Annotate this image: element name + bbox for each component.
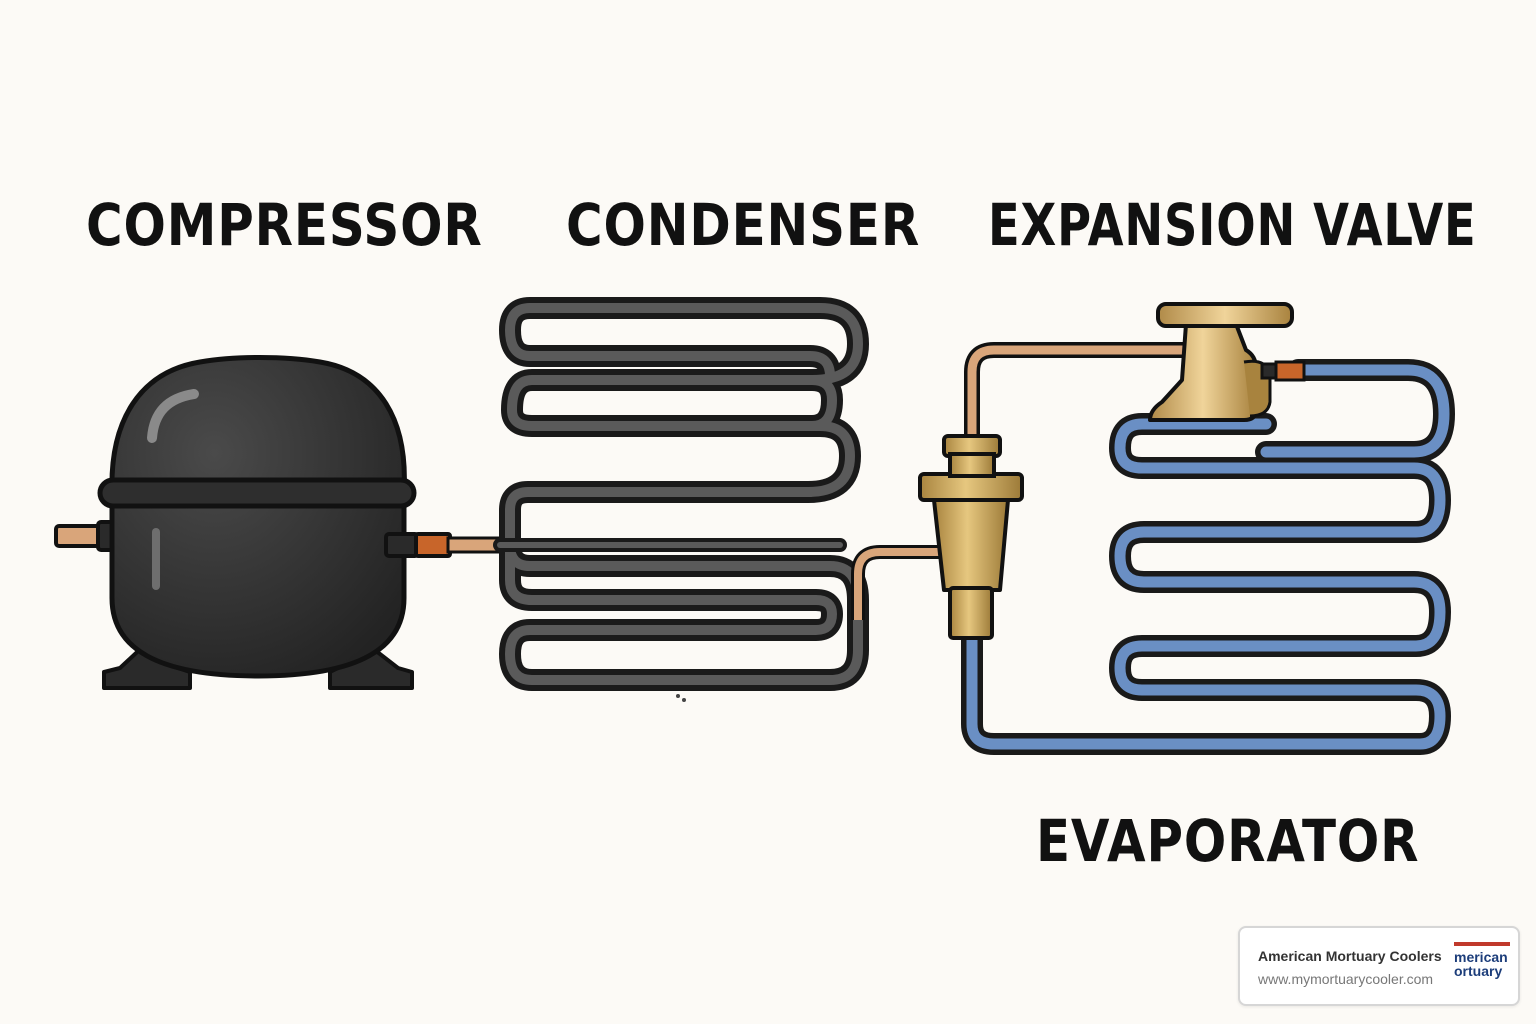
compressor-body bbox=[109, 355, 407, 679]
label-evaporator: EVAPORATOR bbox=[1036, 807, 1420, 875]
watermark-url: www.mymortuarycooler.com bbox=[1258, 971, 1434, 987]
label-compressor: COMPRESSOR bbox=[86, 191, 483, 259]
label-expansion-valve: EXPANSION VALVE bbox=[988, 191, 1477, 259]
logo-text-line2: ortuary bbox=[1454, 963, 1503, 979]
compressor-outlet-fitting bbox=[384, 532, 420, 558]
watermark-company: American Mortuary Coolers bbox=[1258, 948, 1442, 964]
suction-line bbox=[967, 345, 1190, 470]
liquid-line-outline bbox=[851, 545, 940, 620]
stray-mark bbox=[676, 694, 680, 698]
logo-text-line1: merican bbox=[1454, 949, 1508, 965]
compressor bbox=[54, 355, 510, 690]
liquid-line bbox=[854, 548, 940, 620]
logo-bar bbox=[1454, 942, 1510, 946]
compressor-outlet-nut bbox=[414, 532, 452, 558]
watermark-badge[interactable]: American Mortuary Coolers www.mymortuary… bbox=[1238, 926, 1520, 1006]
expansion-valve bbox=[1148, 302, 1306, 422]
compressor-highlight bbox=[147, 389, 199, 443]
stray-mark bbox=[682, 698, 686, 702]
label-condenser: CONDENSER bbox=[566, 191, 921, 259]
compressor-inlet-pipe bbox=[54, 524, 104, 548]
compressor-band bbox=[97, 477, 417, 509]
evaporator bbox=[961, 359, 1455, 755]
condenser-coil-tube bbox=[505, 303, 863, 685]
evaporator-coil-tube bbox=[966, 364, 1450, 750]
condenser bbox=[493, 297, 869, 691]
filter-drier bbox=[918, 434, 1024, 640]
company-logo: merican ortuary bbox=[1454, 942, 1510, 994]
